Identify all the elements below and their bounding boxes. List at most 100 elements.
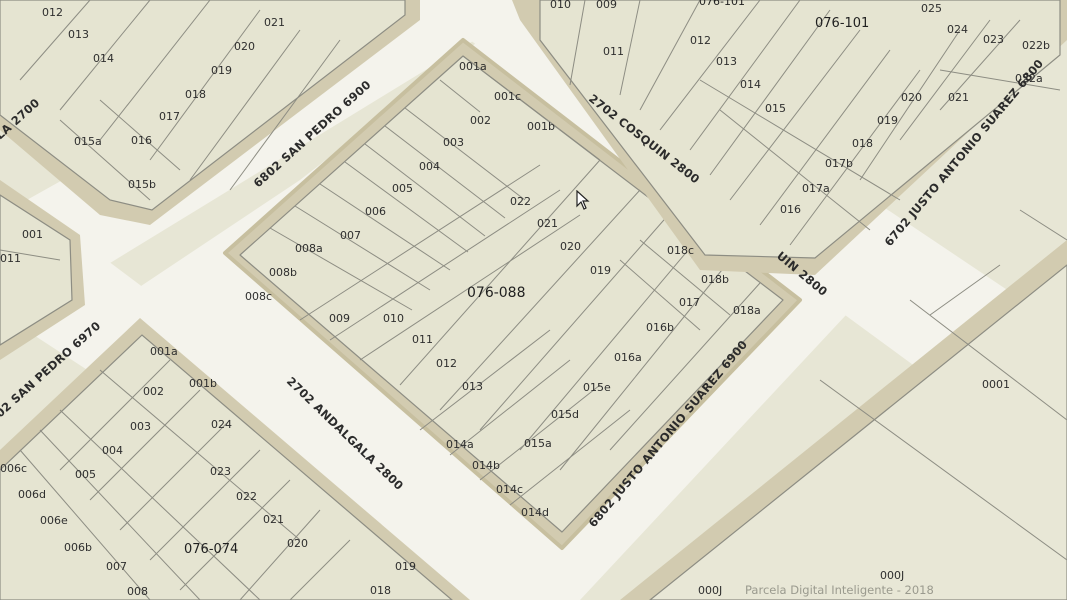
parcel-label: 010: [550, 0, 571, 11]
parcel-label: 018a: [733, 304, 761, 317]
parcel-label: 011: [412, 333, 433, 346]
parcel-label: 002: [143, 385, 164, 398]
parcel-label: 016: [131, 134, 152, 147]
parcel-label: 000J: [698, 584, 722, 597]
parcel-label: 000J: [880, 569, 904, 582]
parcel-label: 008b: [269, 266, 297, 279]
parcel-label: 003: [130, 420, 151, 433]
parcel-label: 004: [102, 444, 123, 457]
parcel-label: 003: [443, 136, 464, 149]
parcel-label: 010: [383, 312, 404, 325]
parcel-label: 019: [877, 114, 898, 127]
parcel-label: 001c: [494, 90, 521, 103]
parcel-label: 007: [340, 229, 361, 242]
parcel-label: 008: [127, 585, 148, 598]
parcel-label: 024: [211, 418, 232, 431]
parcel-label: 004: [419, 160, 440, 173]
parcel-label: 016b: [646, 321, 674, 334]
parcel-label: 018b: [701, 273, 729, 286]
parcel-label: 006d: [18, 488, 46, 501]
parcel-label: 014: [740, 78, 761, 91]
watermark-text: Parcela Digital Inteligente - 2018: [745, 583, 934, 597]
parcel-label: 018: [852, 137, 873, 150]
parcel-label: 023: [210, 465, 231, 478]
parcel-label: 019: [211, 64, 232, 77]
block-top-right-partial-label: 076-101: [699, 0, 745, 8]
parcel-label: 018: [370, 584, 391, 597]
parcel-label: 020: [560, 240, 581, 253]
parcel-label: 006: [365, 205, 386, 218]
parcel-label: 015d: [551, 408, 579, 421]
parcel-label: 001b: [189, 377, 217, 390]
parcel-label: 006b: [64, 541, 92, 554]
parcel-label: 011: [603, 45, 624, 58]
parcel-label: 021: [264, 16, 285, 29]
parcel-label: 006e: [40, 514, 68, 527]
block-left[interactable]: [0, 180, 85, 360]
parcel-label: 015: [765, 102, 786, 115]
parcel-label: 001a: [150, 345, 178, 358]
parcel-label: 014a: [446, 438, 474, 451]
block-bottom-right[interactable]: [620, 209, 1067, 600]
parcel-label: 022b: [1022, 39, 1050, 52]
parcel-label: 007: [106, 560, 127, 573]
parcel-label: 018: [185, 88, 206, 101]
parcel-label: 009: [329, 312, 350, 325]
parcel-label: 025: [921, 2, 942, 15]
parcel-label: 023: [983, 33, 1004, 46]
parcel-label: 014b: [472, 459, 500, 472]
parcel-label: 012: [690, 34, 711, 47]
parcel-label: 022: [510, 195, 531, 208]
parcel-label: 005: [392, 182, 413, 195]
block-top-right-label: 076-101: [815, 16, 869, 31]
parcel-label: 017: [159, 110, 180, 123]
parcel-label: 015a: [524, 437, 552, 450]
parcel-label: 021: [263, 513, 284, 526]
parcel-label: 002: [470, 114, 491, 127]
parcel-label: 021: [537, 217, 558, 230]
parcel-label: 021: [948, 91, 969, 104]
parcel-label: 018c: [667, 244, 694, 257]
parcel-label: 019: [590, 264, 611, 277]
parcel-label: 016: [780, 203, 801, 216]
block-labels: 076-088 076-101 076-101 076-074: [184, 0, 869, 557]
parcel-label: 013: [462, 380, 483, 393]
parcel-label: 015e: [583, 381, 611, 394]
parcel-label: 017: [679, 296, 700, 309]
block-076-088[interactable]: [223, 38, 802, 550]
parcel-label: 014d: [521, 506, 549, 519]
parcel-label: 015a: [74, 135, 102, 148]
parcel-label: 001: [22, 228, 43, 241]
parcel-label: 022a: [1015, 72, 1043, 85]
parcel-label: 001b: [527, 120, 555, 133]
parcel-label: 0001: [982, 378, 1010, 391]
parcel-label: 015b: [128, 178, 156, 191]
parcel-label: 005: [75, 468, 96, 481]
parcel-label: 014c: [496, 483, 523, 496]
parcel-label: 024: [947, 23, 968, 36]
parcel-label: 013: [68, 28, 89, 41]
parcel-label: 012: [42, 6, 63, 19]
block-076-101[interactable]: [512, 0, 1067, 275]
parcel-label: 017b: [825, 157, 853, 170]
parcel-label: 008c: [245, 290, 272, 303]
block-bottom-left-label: 076-074: [184, 542, 238, 557]
block-top-left[interactable]: [0, 0, 420, 225]
parcel-label: 014: [93, 52, 114, 65]
parcel-label: 013: [716, 55, 737, 68]
parcel-label: 016a: [614, 351, 642, 364]
parcel-label: 011: [0, 252, 21, 265]
parcel-label: 017a: [802, 182, 830, 195]
parcel-label: 022: [236, 490, 257, 503]
mouse-cursor-icon: [576, 190, 590, 210]
parcel-label: 020: [287, 537, 308, 550]
parcel-label: 009: [596, 0, 617, 11]
parcel-label: 020: [234, 40, 255, 53]
parcel-label: 019: [395, 560, 416, 573]
parcel-label: 020: [901, 91, 922, 104]
block-center-label: 076-088: [467, 285, 526, 301]
parcel-label: 012: [436, 357, 457, 370]
block-076-074[interactable]: [0, 318, 470, 600]
